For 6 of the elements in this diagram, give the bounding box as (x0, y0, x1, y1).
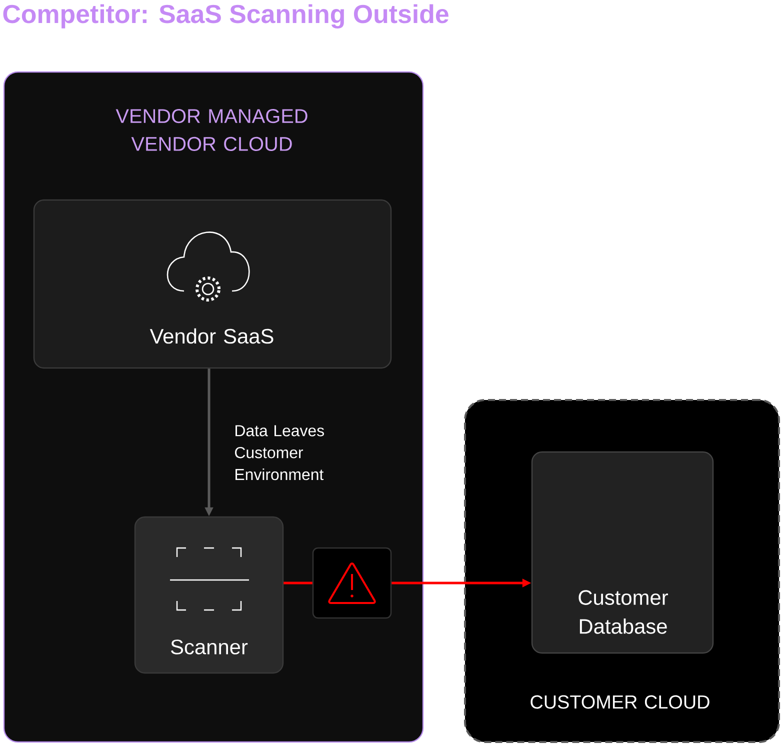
database-box: Customer Database (531, 451, 714, 654)
warning-box (312, 547, 392, 619)
diagram-title: Competitor: SaaS Scanning Outside (3, 4, 448, 28)
edge-label: Data Leaves Customer Environment (235, 425, 324, 480)
scanner-box: Scanner (134, 516, 284, 674)
service-box: Vendor SaaS (33, 199, 392, 369)
